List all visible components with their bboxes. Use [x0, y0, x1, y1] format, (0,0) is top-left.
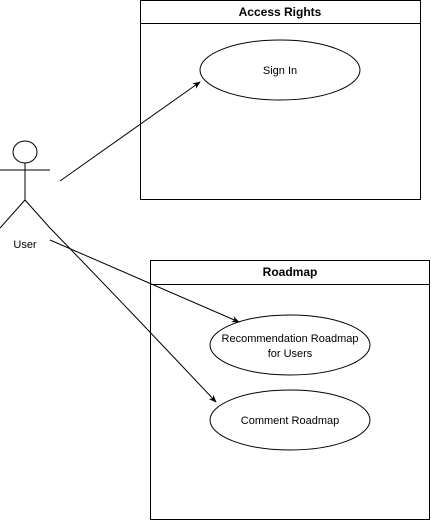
use-case-sign-in[interactable]: Sign In [199, 39, 361, 101]
association-user-sign-in[interactable] [59, 81, 201, 182]
use-case-comment-roadmap[interactable]: Comment Roadmap [209, 389, 371, 451]
access-rights-title: Access Rights [239, 5, 322, 19]
actor-left-leg [0, 199, 26, 229]
roadmap-title: Roadmap [263, 265, 318, 279]
recommendation-label-line-2: for Users [268, 348, 313, 360]
actor-head [12, 140, 38, 164]
actor-label: User [13, 239, 37, 251]
actor-right-leg [24, 199, 51, 229]
comment-roadmap-label: Comment Roadmap [241, 415, 339, 427]
association-user-recommendation[interactable] [49, 239, 240, 323]
recommendation-label-line-1: Recommendation Roadmap [222, 333, 359, 345]
user-actor[interactable] [0, 140, 51, 229]
use-case-recommendation-roadmap[interactable]: Recommendation Roadmap for Users [209, 314, 371, 376]
association-user-comment[interactable] [49, 227, 217, 403]
sign-in-label: Sign In [263, 65, 297, 77]
